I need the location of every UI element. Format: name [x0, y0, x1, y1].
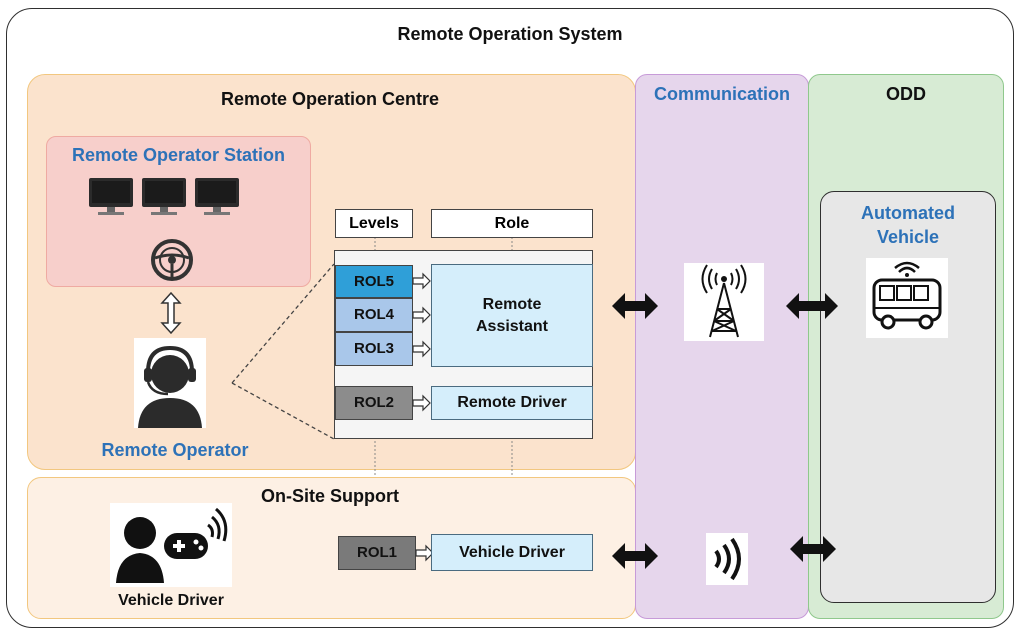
role-vehicle-driver: Vehicle Driver	[431, 534, 593, 571]
remote-operator-avatar	[134, 338, 206, 428]
wireless-signal-box	[706, 533, 748, 585]
odd-title: ODD	[886, 84, 926, 104]
communication-zone	[635, 74, 809, 619]
communication-title: Communication	[653, 84, 790, 104]
monitor-icon	[89, 178, 133, 215]
automated-vehicle-box	[820, 191, 996, 603]
on-site-support-title: On-Site Support	[261, 486, 399, 506]
wireless-signal-icon	[714, 537, 741, 581]
monitor-icon	[142, 178, 186, 215]
headset-operator-icon	[138, 345, 202, 428]
role-header: Role	[431, 209, 593, 238]
role-remote-assistant: Remote Assistant	[431, 264, 593, 367]
automated-vehicle-title: Automated Vehicle	[861, 203, 955, 247]
autonomous-bus-icon	[872, 261, 942, 330]
bidirectional-arrow-icon	[612, 543, 658, 569]
cell-tower-box	[684, 263, 764, 341]
system-title: Remote Operation System	[397, 24, 623, 44]
arrow-right-icon	[412, 394, 431, 412]
steering-wheel-icon	[151, 239, 193, 281]
vehicle-driver-avatar	[110, 503, 232, 587]
remote-operator-station	[46, 136, 311, 287]
bidirectional-arrow-icon	[790, 536, 836, 562]
arrow-right-icon	[415, 544, 434, 562]
bidirectional-arrow-icon	[612, 293, 658, 319]
monitors	[88, 177, 248, 221]
arrow-right-icon	[412, 306, 431, 324]
cell-tower-icon	[701, 264, 747, 338]
double-arrow-vertical-icon	[160, 292, 182, 334]
station-title: Remote Operator Station	[71, 145, 286, 165]
arrow-right-icon	[412, 340, 431, 358]
roc-title: Remote Operation Centre	[220, 89, 440, 109]
level-rol2: ROL2	[335, 386, 413, 420]
bus-box	[866, 258, 948, 338]
level-rol1: ROL1	[338, 536, 416, 570]
remote-operator-label: Remote Operator	[101, 440, 249, 460]
bidirectional-arrow-icon	[786, 293, 838, 319]
monitor-icon	[195, 178, 239, 215]
gamepad-person-icon	[116, 507, 228, 583]
role-remote-driver: Remote Driver	[431, 386, 593, 420]
level-rol4: ROL4	[335, 298, 413, 332]
level-rol5: ROL5	[335, 265, 413, 298]
arrow-right-icon	[412, 272, 431, 290]
vehicle-driver-label: Vehicle Driver	[118, 592, 224, 609]
levels-header: Levels	[335, 209, 413, 238]
level-rol3: ROL3	[335, 332, 413, 366]
